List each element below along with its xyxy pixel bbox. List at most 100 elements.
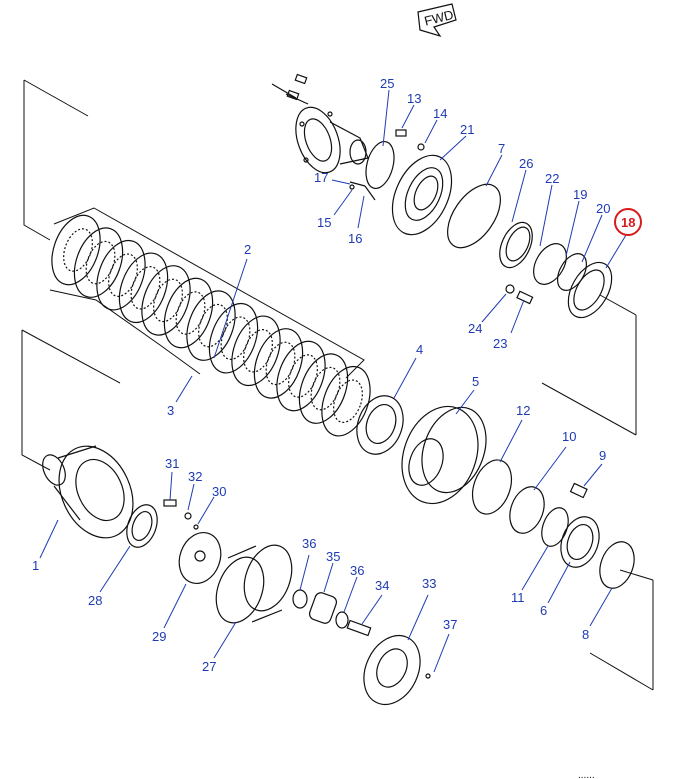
pin-17-16	[349, 181, 376, 201]
callout-32: 32	[188, 469, 202, 484]
callout-34: 34	[375, 578, 389, 593]
carrier-29	[178, 532, 222, 584]
callout-31: 31	[165, 456, 179, 471]
leader-lines	[39, 89, 627, 673]
callout-36a: 36	[302, 536, 316, 551]
callout-37: 37	[443, 617, 457, 632]
clutch-disc-teeth	[333, 379, 363, 423]
clutch-disc	[231, 315, 281, 387]
planet-carrier-33	[363, 634, 431, 706]
needle-bearing-35	[308, 592, 338, 624]
plate-18	[567, 261, 613, 319]
highlight-circle	[614, 208, 642, 236]
washer-24	[505, 284, 515, 294]
callout-24: 24	[468, 321, 482, 336]
callout-27: 27	[202, 659, 216, 674]
seal-26	[499, 221, 533, 269]
callout-36b: 36	[350, 563, 364, 578]
callout-19: 19	[573, 187, 587, 202]
clutch-disc	[321, 365, 371, 437]
callout-3: 3	[167, 403, 174, 418]
clutch-disc	[186, 290, 236, 361]
callout-16: 16	[348, 231, 362, 246]
upper-hub-assembly	[271, 73, 369, 174]
callout-22: 22	[545, 171, 559, 186]
piston-21	[391, 154, 453, 236]
clutch-disc-teeth	[108, 253, 138, 297]
washer-36b	[335, 611, 349, 629]
clutch-disc	[253, 328, 304, 399]
callout-29: 29	[152, 629, 166, 644]
ring-gear-27	[215, 544, 293, 624]
snap-ring-25	[365, 140, 395, 190]
callout-9: 9	[599, 448, 606, 463]
callout-28: 28	[88, 593, 102, 608]
clutch-disc	[51, 214, 101, 286]
callout-18: 18	[621, 215, 635, 230]
clutch-disc	[118, 252, 169, 324]
clutch-disc-teeth	[85, 240, 116, 285]
callout-4: 4	[416, 342, 423, 357]
housing-1	[42, 445, 134, 539]
callout-15: 15	[317, 215, 331, 230]
clutch-disc	[208, 302, 259, 374]
callout-21: 21	[460, 122, 474, 137]
callout-30: 30	[212, 484, 226, 499]
clutch-disc	[73, 227, 124, 298]
clutch-disc	[141, 265, 191, 336]
callout-2: 2	[244, 242, 251, 257]
pin-30	[193, 524, 199, 530]
callout-25: 25	[380, 76, 394, 91]
callout-11: 11	[511, 590, 525, 605]
clutch-disc-teeth	[198, 303, 228, 348]
callout-17: 17	[314, 170, 328, 185]
callout-8: 8	[582, 627, 589, 642]
seal-6	[560, 516, 600, 568]
washer-32	[184, 512, 192, 520]
gear-5	[401, 405, 487, 505]
footer-dots: ......	[578, 770, 595, 779]
callout-10: 10	[562, 429, 576, 444]
clutch-disc-teeth	[220, 316, 251, 360]
ring-7	[447, 183, 501, 249]
ring-12	[471, 459, 513, 515]
ring-10	[509, 486, 545, 534]
ring-19	[556, 253, 588, 291]
callout-26: 26	[519, 156, 533, 171]
clutch-disc	[276, 340, 326, 412]
clutch-disc	[96, 239, 146, 311]
clutch-disc-teeth	[265, 341, 296, 386]
ring-8	[599, 541, 635, 589]
ring-22	[533, 243, 567, 285]
clutch-disc-pack	[49, 207, 371, 437]
callout-33: 33	[422, 576, 436, 591]
fwd-label: FWD	[423, 7, 455, 29]
bolt-31	[163, 499, 177, 507]
washer-36a	[292, 589, 308, 609]
bolt-13	[395, 129, 407, 137]
callout-1: 1	[32, 558, 39, 573]
thrust-washer-4	[356, 395, 404, 455]
clutch-disc-teeth	[63, 228, 93, 272]
bolt-9	[569, 482, 588, 499]
washer-14	[417, 143, 425, 151]
clutch-disc-teeth	[153, 278, 183, 323]
fwd-direction-marker: FWD	[417, 3, 457, 38]
clutch-disc-teeth	[310, 366, 341, 411]
callout-23: 23	[493, 336, 507, 351]
pin-34	[346, 619, 372, 637]
callout-14: 14	[433, 106, 447, 121]
callout-6: 6	[540, 603, 547, 618]
clutch-disc-teeth	[175, 291, 206, 335]
clutch-disc	[163, 277, 214, 349]
clutch-disc	[298, 353, 349, 424]
bolt-23	[516, 290, 534, 305]
section-frame	[21, 79, 654, 691]
callout-20: 20	[596, 201, 610, 216]
clutch-disc-teeth	[130, 266, 161, 310]
callout-35: 35	[326, 549, 340, 564]
callout-5: 5	[472, 374, 479, 389]
ring-28	[126, 504, 158, 548]
clutch-disc-teeth	[288, 354, 318, 398]
